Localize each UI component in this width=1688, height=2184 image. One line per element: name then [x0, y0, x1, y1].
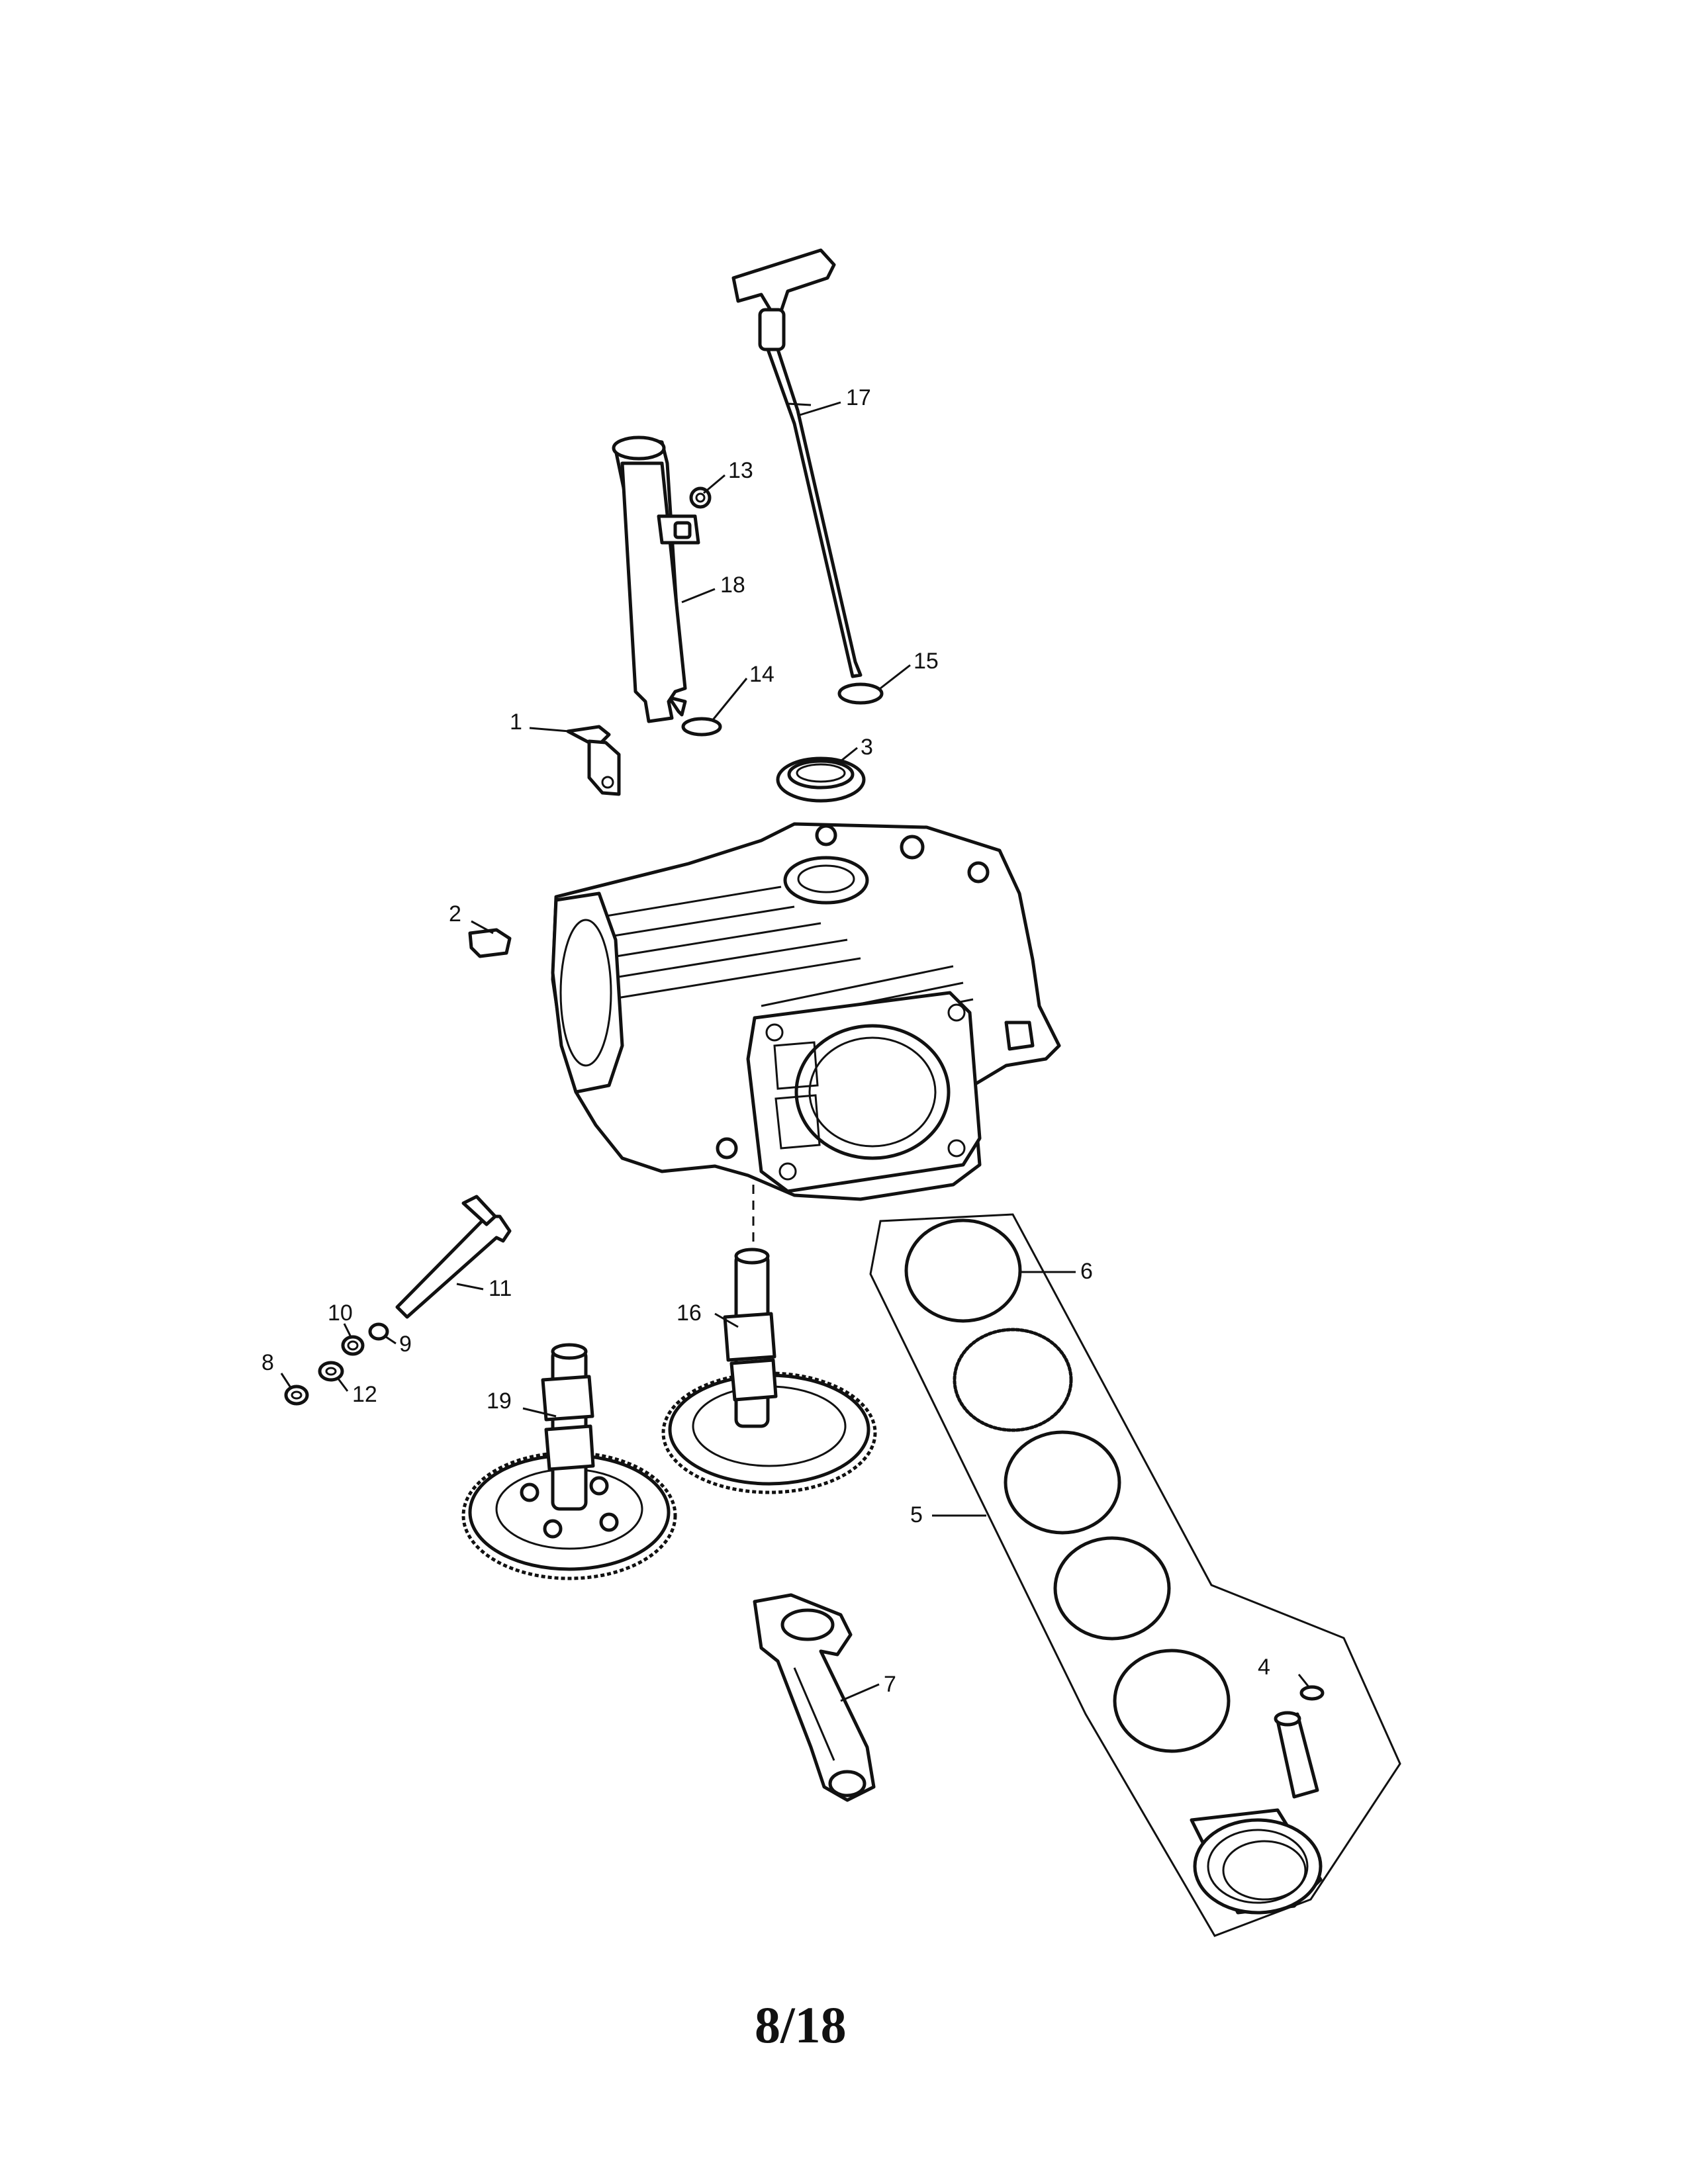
- circlip-4-part: [1299, 1685, 1325, 1701]
- callout-18: 18: [720, 572, 745, 598]
- washer-12-part: [318, 1361, 344, 1382]
- washer-8-part: [284, 1385, 309, 1406]
- callout-17: 17: [846, 385, 871, 410]
- washer-10-part: [341, 1335, 365, 1356]
- callout-12: 12: [352, 1382, 377, 1407]
- callout-16: 16: [677, 1300, 702, 1326]
- callout-19: 19: [487, 1388, 512, 1414]
- piston-pin-part: [1274, 1711, 1319, 1799]
- callout-13: 13: [728, 458, 753, 483]
- ring-5c-part: [1113, 1649, 1231, 1753]
- page-number: 8/18: [755, 1996, 847, 2054]
- ring-6-part: [904, 1218, 1022, 1323]
- dipstick-part: [731, 248, 863, 678]
- oil-ring-part: [953, 1328, 1073, 1432]
- callout-14: 14: [749, 662, 774, 687]
- callout-5: 5: [910, 1502, 923, 1527]
- callout-9: 9: [399, 1332, 412, 1357]
- callout-10: 10: [328, 1300, 353, 1326]
- oil-seal-part: [776, 756, 866, 803]
- camshaft-19-part: [461, 1343, 677, 1580]
- callout-2: 2: [449, 901, 461, 927]
- ring-5a-part: [1004, 1430, 1121, 1535]
- bracket-part: [566, 725, 621, 796]
- ring-5b-part: [1053, 1536, 1171, 1641]
- rings-group-outline: [869, 1213, 1401, 1937]
- o-ring-14-part: [681, 717, 722, 737]
- crankcase-block-part: [551, 822, 1061, 1201]
- callout-8: 8: [261, 1350, 274, 1375]
- plug-part: [468, 928, 512, 958]
- o-ring-15-part: [837, 682, 884, 705]
- camshaft-16-part: [661, 1248, 877, 1494]
- oil-fill-tube-part: [612, 435, 700, 723]
- callout-15: 15: [914, 649, 939, 674]
- clip-9-part: [368, 1322, 389, 1341]
- callout-1: 1: [510, 709, 522, 735]
- callout-7: 7: [884, 1672, 896, 1697]
- governor-shaft-part: [395, 1195, 512, 1319]
- piston-part: [1190, 1808, 1323, 1915]
- connecting-rod-part: [753, 1593, 876, 1802]
- callout-6: 6: [1080, 1259, 1093, 1284]
- callout-3: 3: [861, 735, 873, 760]
- leader-lines: [280, 401, 1311, 1702]
- callout-4: 4: [1258, 1655, 1270, 1680]
- callout-11: 11: [489, 1276, 512, 1301]
